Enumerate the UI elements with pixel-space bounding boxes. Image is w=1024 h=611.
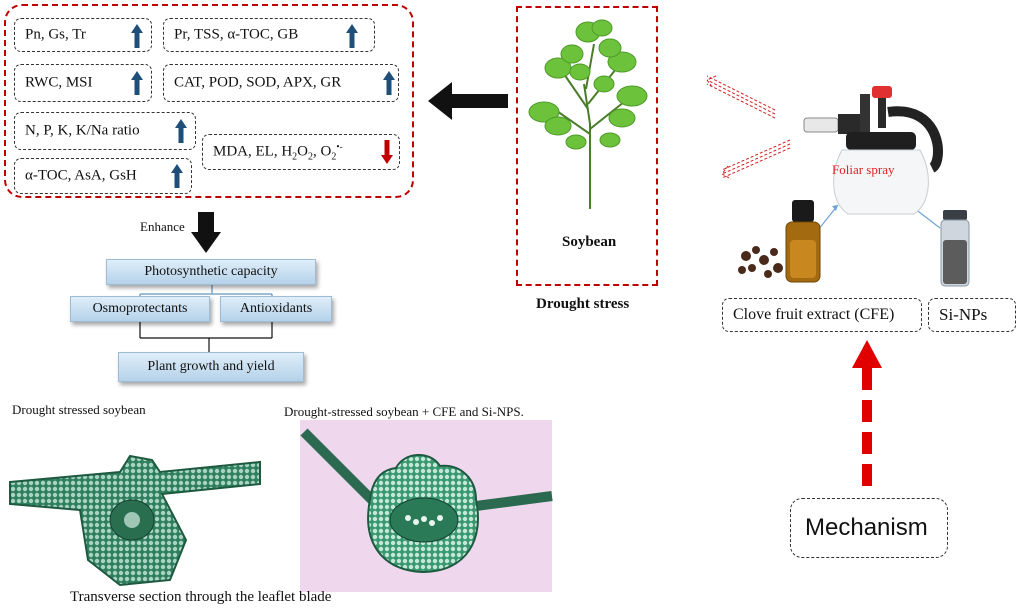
effect-box-rwc-msi: RWC, MSI (14, 64, 152, 102)
increase-arrow-icon (171, 164, 183, 188)
cfe-box: Clove fruit extract (CFE) (722, 298, 922, 332)
mda-text-c: , O (313, 143, 332, 160)
mda-sub: 2 (292, 151, 298, 163)
mechanism-arrow-icon (852, 340, 882, 486)
effect-text: CAT, POD, SOD, APX, GR (174, 74, 342, 91)
increase-arrow-icon (175, 119, 187, 143)
left-leaf-section-image (9, 420, 261, 590)
right-leaf-section-image (300, 420, 553, 592)
si-nps-box: Si-NPs (928, 298, 1016, 332)
stress-signal-arrows (706, 75, 791, 180)
down-arrow-icon (191, 212, 221, 253)
foliar-spray-label: Foliar spray (832, 162, 895, 177)
mda-text-b: O (297, 143, 309, 160)
soybean-label: Soybean (562, 234, 617, 250)
mda-text-a: MDA, EL, H (213, 143, 293, 160)
soybean-plant-icon (528, 19, 648, 209)
effect-box-pr-tss: Pr, TSS, α-TOC, GB (163, 18, 375, 52)
mda-sub: 2 (331, 151, 337, 163)
flow-plant-growth: Plant growth and yield (118, 352, 304, 382)
effect-text: Pn, Gs, Tr (25, 26, 86, 43)
effect-text: MDA, EL, H2O2, O2•- (213, 142, 343, 163)
effect-text: RWC, MSI (25, 74, 93, 91)
clove-oil-bottle-icon (738, 200, 821, 283)
effect-box-antioxidants: α-TOC, AsA, GsH (14, 158, 192, 194)
effect-text: N, P, K, K/Na ratio (25, 122, 140, 139)
increase-arrow-icon (131, 71, 143, 95)
flow-osmoprotectants: Osmoprotectants (70, 296, 210, 322)
effect-box-enzymes: CAT, POD, SOD, APX, GR (163, 64, 399, 102)
mda-sup: •- (336, 141, 343, 152)
effects-panel (4, 4, 414, 198)
increase-arrow-icon (346, 24, 358, 48)
mda-sub: 2 (308, 151, 314, 163)
cfe-label: Clove fruit extract (CFE) (733, 306, 895, 323)
left-section-caption: Drought stressed soybean (12, 402, 146, 417)
mechanism-label: Mechanism (805, 514, 928, 541)
increase-arrow-icon (131, 24, 143, 48)
increase-arrow-icon (383, 71, 395, 95)
decrease-arrow-icon (381, 140, 393, 164)
effect-box-pn-gs-tr: Pn, Gs, Tr (14, 18, 152, 52)
effect-text: α-TOC, AsA, GsH (25, 167, 137, 184)
right-section-caption: Drought-stressed soybean + CFE and Si-NP… (284, 404, 524, 419)
mechanism-box: Mechanism (790, 498, 948, 558)
effect-text: Pr, TSS, α-TOC, GB (174, 26, 299, 43)
left-arrow-icon (428, 82, 508, 120)
sprayer-icon (803, 86, 943, 215)
soybean-panel (516, 6, 658, 286)
si-nps-label: Si-NPs (939, 305, 988, 324)
effect-box-nutrients: N, P, K, K/Na ratio (14, 112, 196, 150)
effect-box-oxidative-stress: MDA, EL, H2O2, O2•- (202, 134, 400, 170)
flow-antioxidants: Antioxidants (220, 296, 332, 322)
enhance-label: Enhance (140, 219, 185, 234)
bottom-caption: Transverse section through the leaflet b… (70, 589, 332, 605)
si-nps-vial-icon (940, 210, 970, 287)
drought-stress-label: Drought stress (536, 296, 630, 312)
flow-photosynthetic-capacity: Photosynthetic capacity (106, 259, 316, 285)
